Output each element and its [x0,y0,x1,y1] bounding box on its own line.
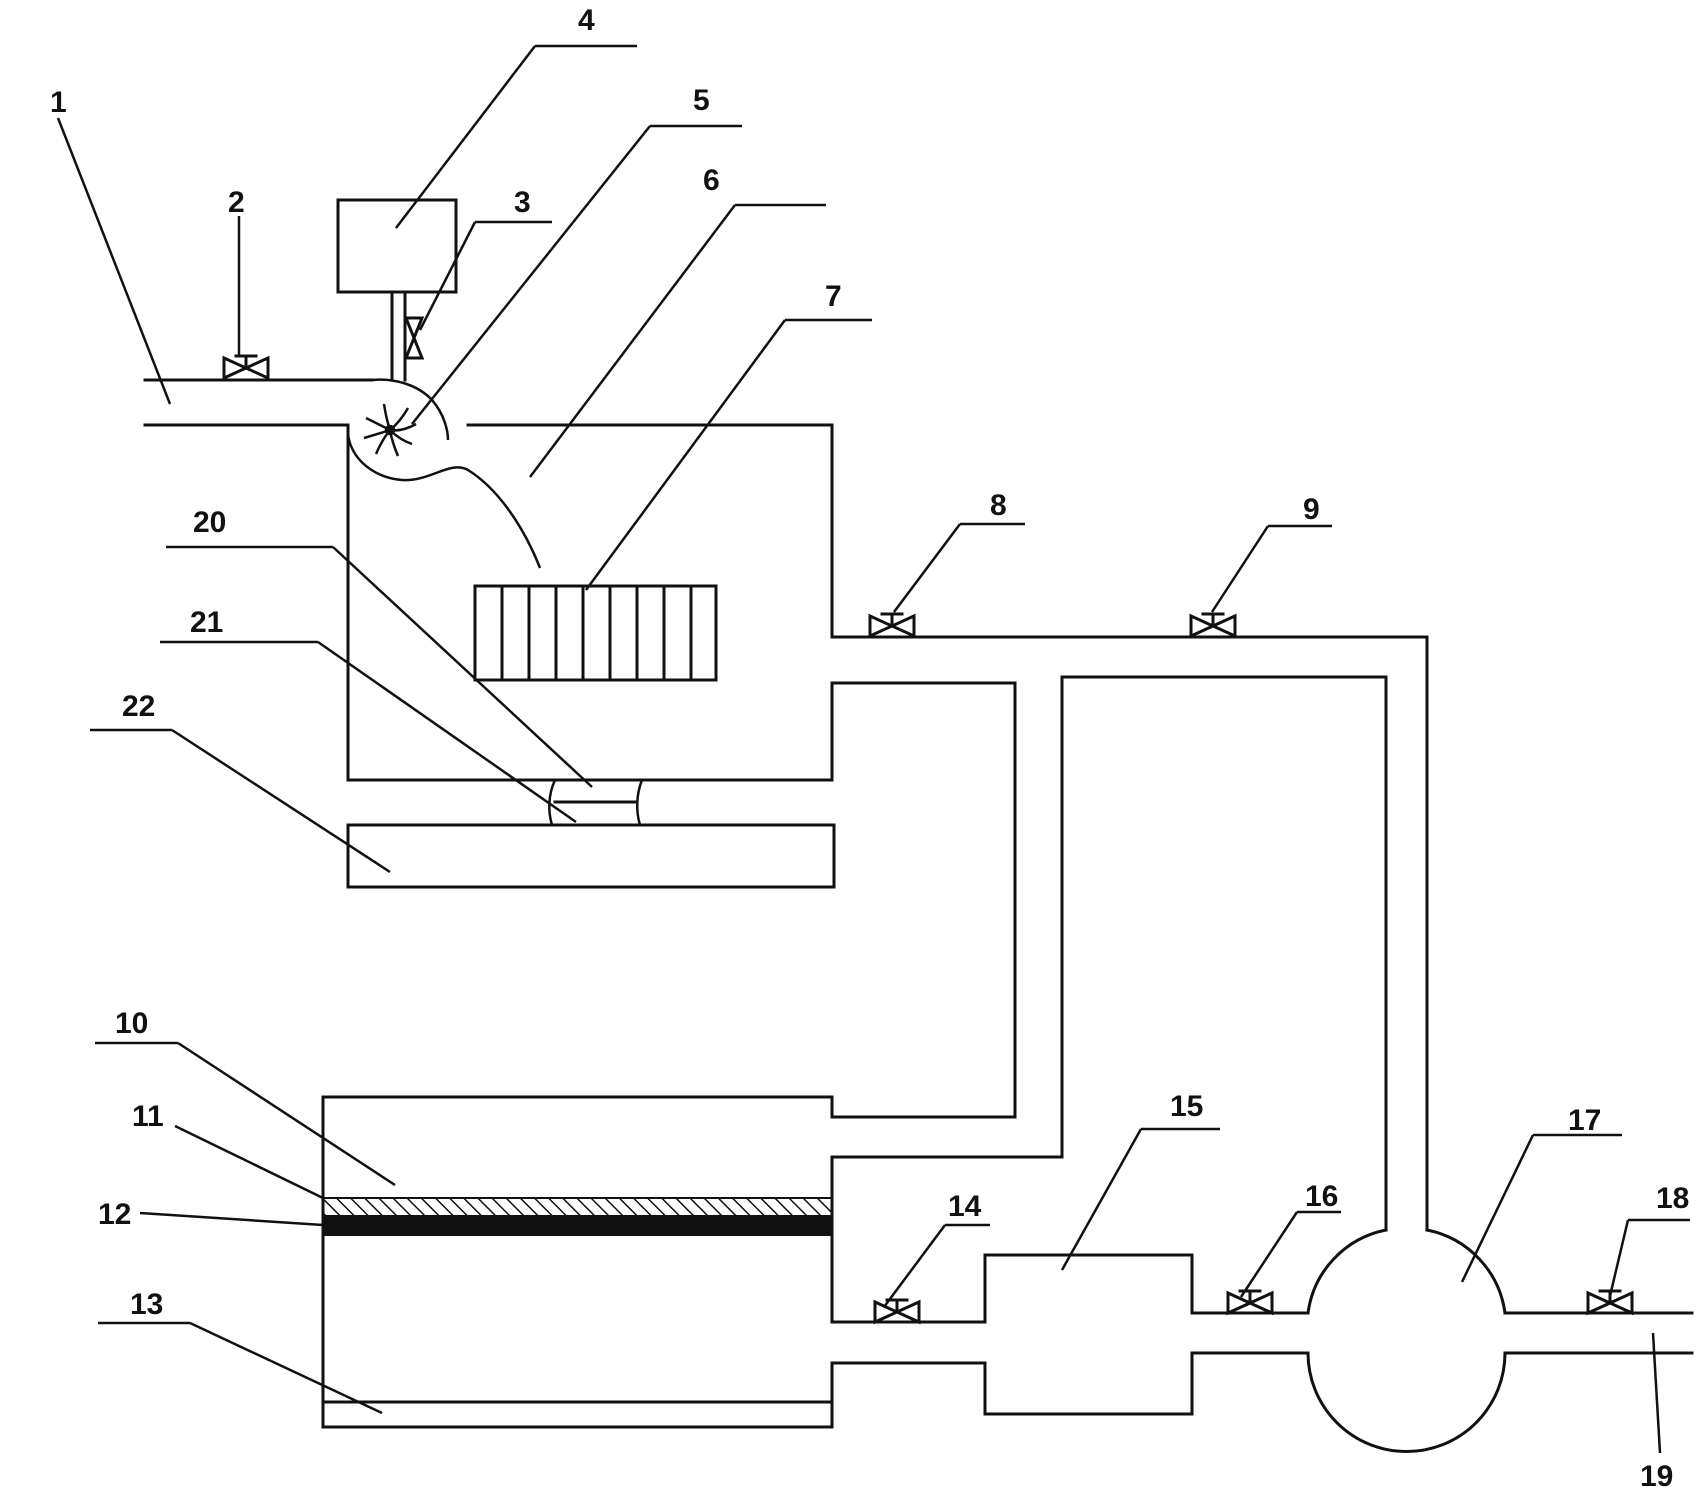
circulation-pump [1306,1228,1694,1453]
dosing-tank [336,198,458,382]
label-1: 1 [50,86,67,119]
label-14: 14 [948,1190,982,1223]
valve-2-icon [222,354,270,381]
label-10: 10 [115,1007,148,1040]
label-2: 2 [228,186,245,219]
reaction-chamber [321,423,1017,1119]
label-21: 21 [190,606,223,639]
label-15: 15 [1170,1090,1203,1123]
label-9: 9 [1303,493,1320,526]
valve-9-icon [1189,612,1237,639]
chamber-top-wall [466,423,1429,1232]
label-19: 19 [1640,1460,1673,1487]
label-5: 5 [693,84,710,117]
label-7: 7 [825,280,842,313]
valve-8-icon [868,612,916,639]
label-16: 16 [1305,1180,1338,1213]
valve-3-icon [403,316,425,360]
valve-14-icon [873,1298,921,1325]
outlet-nozzle [548,779,644,826]
inlet-pipe [143,378,374,427]
label-20: 20 [193,506,226,539]
valve-16-icon [1226,1289,1274,1316]
label-22: 22 [122,690,155,723]
label-18: 18 [1656,1182,1689,1215]
filter-element [473,584,718,682]
return-pipe [830,675,1388,1232]
label-11: 11 [132,1100,164,1133]
label-12: 12 [98,1198,131,1231]
membrane-module [321,1095,1310,1429]
label-8: 8 [990,489,1007,522]
impeller-pump-icon [346,378,542,569]
label-6: 6 [703,164,720,197]
label-13: 13 [130,1288,163,1321]
leader-lines [56,44,1690,1454]
label-4: 4 [578,4,595,37]
label-17: 17 [1568,1104,1601,1137]
label-3: 3 [514,186,531,219]
base-plate [346,823,836,889]
